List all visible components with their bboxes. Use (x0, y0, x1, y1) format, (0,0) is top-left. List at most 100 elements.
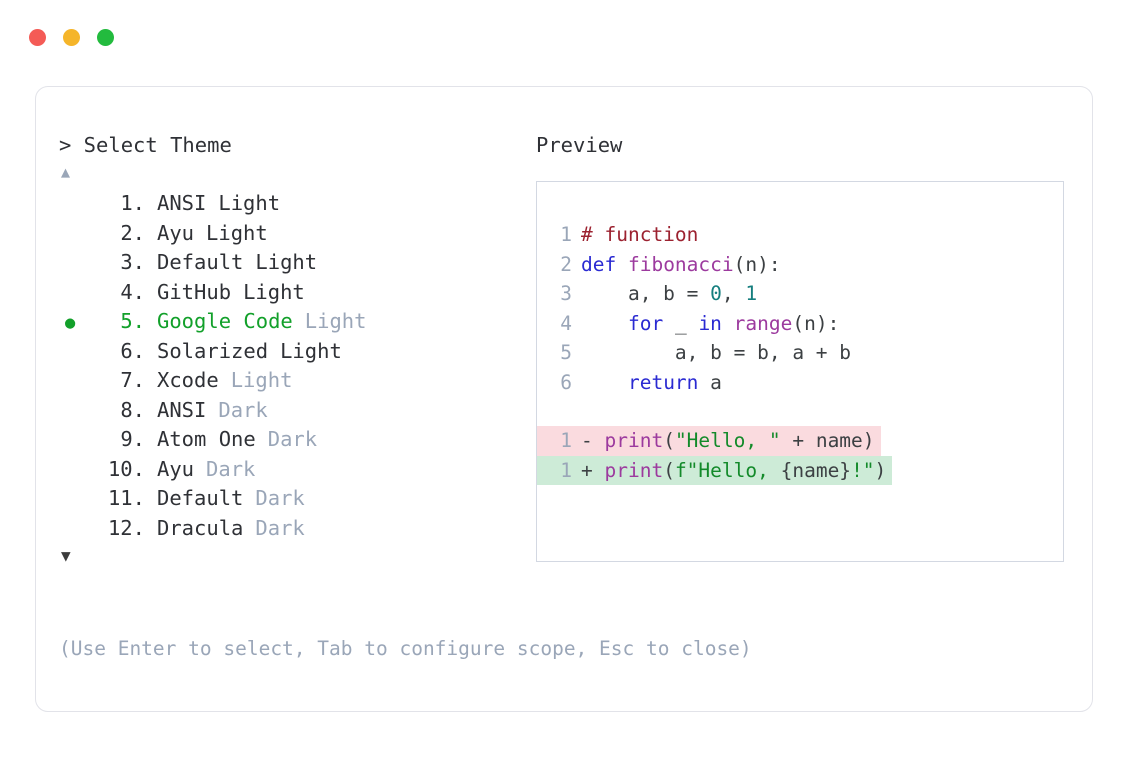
theme-item-name: Xcode (157, 368, 219, 392)
theme-list-item[interactable]: 10. Ayu Dark (59, 455, 529, 485)
line-number: 1 (560, 223, 572, 246)
theme-item-number: 1. (120, 191, 145, 215)
code-token: "Hello, " (674, 429, 781, 452)
code-spacer (537, 397, 1063, 426)
theme-item-name: ANSI (157, 397, 207, 422)
scroll-up-icon[interactable]: ▲ (61, 163, 71, 181)
theme-item-number: 11. (107, 486, 145, 510)
theme-item-variant: Light (280, 338, 342, 363)
page-title: > Select Theme (59, 133, 232, 157)
theme-item-number: 12. (107, 515, 145, 540)
code-token: _ (663, 311, 699, 335)
theme-list-item[interactable]: 3. Default Light (59, 248, 529, 278)
code-token: fibonacci (627, 252, 734, 276)
scroll-down-icon[interactable]: ▼ (61, 546, 71, 565)
maximize-dot[interactable] (97, 28, 114, 46)
theme-item-name: GitHub (157, 279, 232, 304)
theme-item-variant: Dark (255, 515, 305, 540)
theme-item-variant: Light (218, 191, 281, 215)
minimize-dot[interactable] (63, 28, 80, 46)
theme-item-variant: Light (230, 368, 293, 392)
code-line-text: - print("Hello, " + name) (581, 426, 875, 456)
code-token: in (698, 311, 722, 335)
bullet-placeholder (59, 368, 89, 398)
theme-item-variant: Light (304, 309, 367, 333)
theme-item-name: Default (157, 486, 244, 510)
window-titlebar (0, 0, 1129, 74)
theme-list-item[interactable]: 12. Dracula Dark (59, 514, 529, 544)
code-line-text: + print(f"Hello, {name}!") (581, 456, 886, 486)
code-token: ) (874, 458, 887, 482)
theme-list-item[interactable]: 4. GitHub Light (59, 278, 529, 308)
theme-item-name: Solarized (157, 338, 269, 363)
theme-item-name: Atom One (157, 427, 256, 451)
code-token: ( (663, 429, 675, 452)
code-token: , (721, 282, 746, 305)
line-number: 3 (560, 282, 572, 305)
code-token (722, 312, 734, 335)
theme-item-number: 7. (120, 368, 145, 392)
code-line-text: for _ in range(n): (581, 309, 839, 339)
code-line-text: a, b = 0, 1 (581, 279, 757, 309)
code-token: !" (851, 458, 875, 482)
code-line: 5 a, b = b, a + b (537, 338, 857, 368)
theme-item-variant: Dark (218, 397, 268, 422)
code-token: f"Hello, (674, 458, 781, 482)
close-dot[interactable] (29, 28, 46, 46)
code-token: 1 (745, 282, 758, 305)
theme-item-number: 8. (120, 397, 145, 422)
keyboard-hint: (Use Enter to select, Tab to configure s… (59, 637, 752, 660)
theme-list-item[interactable]: 8. ANSI Dark (59, 396, 529, 426)
bullet-placeholder (59, 221, 89, 251)
preview-title: Preview (536, 133, 623, 157)
line-number: 4 (560, 311, 572, 335)
diff-removed-line: 1- print("Hello, " + name) (537, 426, 881, 456)
theme-list-item[interactable]: 7. Xcode Light (59, 366, 529, 396)
theme-item-number: 10. (107, 456, 145, 481)
theme-item-number: 2. (120, 220, 145, 245)
theme-item-number: 3. (120, 250, 145, 274)
code-line-text: # function (581, 220, 698, 250)
theme-item-number: 6. (120, 338, 145, 363)
theme-list-item[interactable]: 11. Default Dark (59, 484, 529, 514)
bullet-placeholder (59, 427, 89, 457)
theme-item-name: Ayu (157, 456, 195, 481)
selected-bullet-icon: ● (65, 313, 76, 333)
theme-item-name: Default (157, 250, 244, 274)
line-number: 5 (560, 341, 572, 364)
bullet-placeholder (59, 250, 89, 280)
code-line-text: a, b = b, a + b (581, 338, 851, 368)
code-token: {name} (780, 458, 852, 482)
code-token: a (698, 370, 722, 394)
code-token: - (581, 429, 605, 452)
code-line-text: return a (581, 368, 722, 398)
theme-item-variant: Light (206, 220, 268, 245)
theme-item-variant: Light (243, 279, 305, 304)
bullet-placeholder (59, 280, 89, 310)
line-number: 1 (560, 458, 572, 482)
code-line-text: def fibonacci(n): (581, 250, 781, 280)
code-token: + (581, 458, 605, 482)
code-line: 3 a, b = 0, 1 (537, 279, 763, 309)
theme-item-name: Dracula (157, 515, 244, 540)
theme-item-number: 4. (120, 279, 145, 304)
theme-item-variant: Dark (206, 456, 256, 481)
theme-item-name: Google Code (157, 309, 293, 333)
code-token (581, 371, 628, 394)
code-line: 6 return a (537, 368, 728, 398)
code-line: 1 # function (537, 220, 704, 250)
theme-list-item[interactable]: 6. Solarized Light (59, 337, 529, 367)
code-token: # function (581, 223, 699, 246)
code-token: (n): (733, 252, 781, 276)
theme-item-variant: Dark (255, 486, 305, 510)
code-token: for (627, 311, 664, 335)
theme-item-variant: Light (255, 250, 318, 274)
